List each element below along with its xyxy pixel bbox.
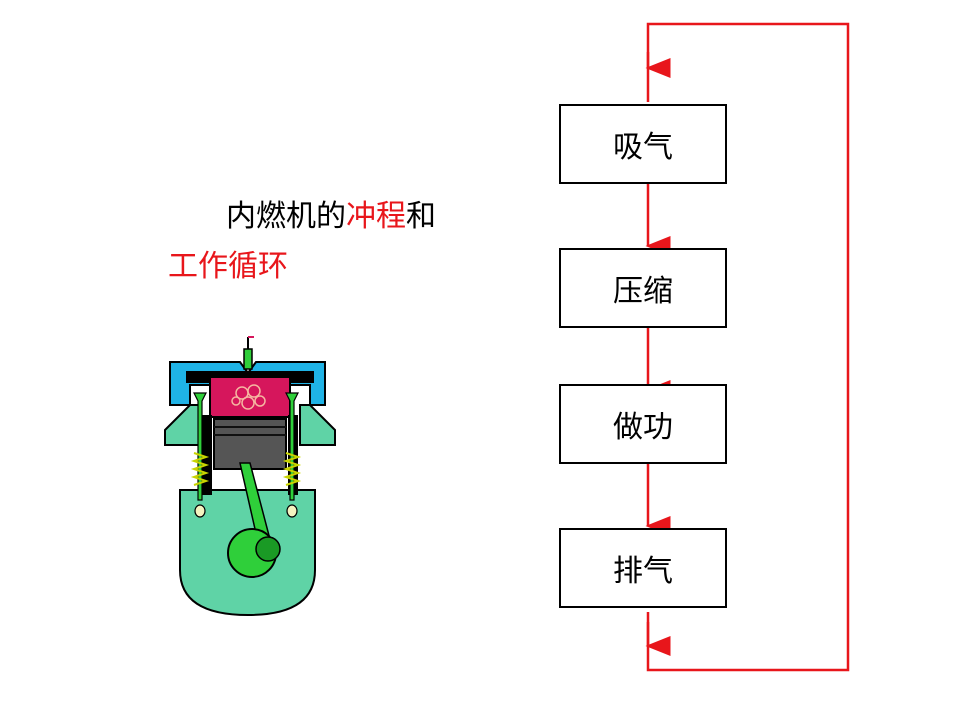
step-box-power: 做功 bbox=[559, 384, 727, 464]
valve-springs bbox=[190, 452, 302, 486]
title-text-engine: 内燃机的 bbox=[226, 199, 346, 234]
diagram-title: 内燃机的冲程和 工作循环 bbox=[168, 192, 436, 292]
spark-flame bbox=[231, 384, 266, 410]
intake-valve bbox=[193, 392, 207, 501]
engine-cross-section bbox=[164, 336, 336, 617]
crank-pin bbox=[255, 536, 281, 562]
title-line-1: 内燃机的冲程和 bbox=[168, 192, 436, 242]
step-box-exhaust: 排气 bbox=[559, 528, 727, 608]
exhaust-valve bbox=[285, 392, 299, 501]
title-text-and: 和 bbox=[406, 199, 436, 234]
exhaust-port bbox=[299, 404, 336, 446]
title-line-2: 工作循环 bbox=[168, 249, 288, 284]
cylinder-wall-left bbox=[202, 415, 212, 495]
title-text-stroke: 冲程 bbox=[346, 199, 406, 234]
step-box-compression: 压缩 bbox=[559, 248, 727, 328]
intake-cam bbox=[194, 504, 206, 518]
return-loop-line bbox=[646, 22, 850, 672]
step-box-intake: 吸气 bbox=[559, 104, 727, 184]
exhaust-cam bbox=[286, 504, 298, 518]
